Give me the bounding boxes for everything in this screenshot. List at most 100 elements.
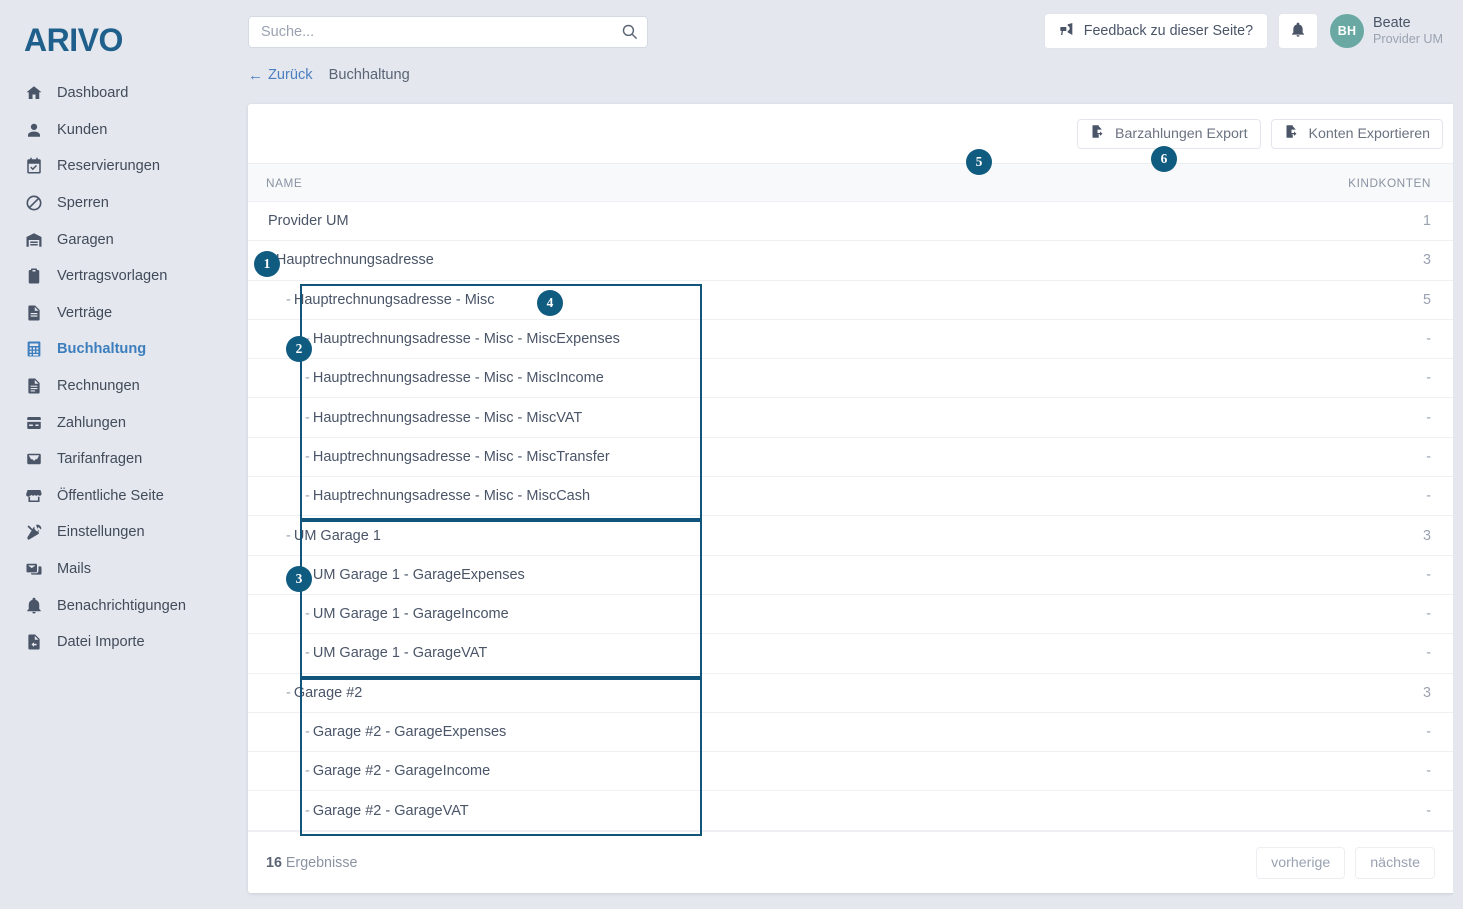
tree-dash: - — [305, 606, 310, 623]
notifications-button[interactable] — [1278, 13, 1319, 49]
column-header-name[interactable]: NAME — [248, 163, 1255, 202]
table-head: NAME KINDKONTEN — [248, 163, 1455, 202]
file-import-icon — [24, 633, 43, 652]
sidebar-item-label: Datei Importe — [57, 634, 145, 651]
table-row[interactable]: -UM Garage 1 - GarageExpenses- — [248, 555, 1455, 595]
sidebar-item-sperren[interactable]: Sperren — [0, 185, 240, 222]
account-name-cell: -UM Garage 1 — [248, 515, 1255, 556]
sidebar-item-buchhaltung[interactable]: Buchhaltung — [0, 331, 240, 368]
topbar-right: Feedback zu dieser Seite? BH Beate Provi… — [1043, 13, 1443, 49]
calculator-icon — [24, 340, 43, 359]
cash-export-label: Barzahlungen Export — [1115, 125, 1248, 142]
table-row[interactable]: -UM Garage 1 - GarageVAT- — [248, 633, 1455, 674]
kindkonten-cell: 3 — [1255, 673, 1455, 713]
sidebar-item-ffentliche-seite[interactable]: Öffentliche Seite — [0, 478, 240, 515]
main-area: Feedback zu dieser Seite? BH Beate Provi… — [240, 0, 1463, 909]
search-icon[interactable] — [621, 23, 638, 40]
table-row[interactable]: -Garage #2 - GarageIncome- — [248, 751, 1455, 792]
sidebar-item-vertragsvorlagen[interactable]: Vertragsvorlagen — [0, 258, 240, 295]
breadcrumb: ← Zurück Buchhaltung — [240, 62, 1463, 88]
breadcrumb-current: Buchhaltung — [328, 67, 410, 83]
sidebar-item-label: Mails — [57, 561, 92, 578]
feedback-button[interactable]: Feedback zu dieser Seite? — [1043, 13, 1269, 49]
table-row[interactable]: -Hauptrechnungsadresse - Misc - MiscInco… — [248, 358, 1455, 399]
tree-dash: - — [305, 370, 310, 387]
kindkonten-cell: - — [1255, 358, 1455, 399]
table-row[interactable]: -Hauptrechnungsadresse - Misc - MiscExpe… — [248, 319, 1455, 360]
table-row[interactable]: -Hauptrechnungsadresse - Misc - MiscCash… — [248, 476, 1455, 517]
account-name-cell: -Hauptrechnungsadresse - Misc — [248, 280, 1255, 320]
sidebar-item-label: Dashboard — [57, 85, 129, 102]
bell-icon — [24, 596, 43, 615]
sidebar-item-rechnungen[interactable]: Rechnungen — [0, 368, 240, 405]
account-name-cell: -Hauptrechnungsadresse - Misc - MiscCash — [248, 476, 1255, 517]
tree-dash: - — [305, 645, 310, 662]
user-menu[interactable]: BH Beate Provider UM — [1330, 14, 1443, 48]
tree-dash: - — [305, 566, 310, 583]
megaphone-icon — [1059, 21, 1075, 41]
accounts-export-button[interactable]: Konten Exportieren — [1270, 118, 1443, 149]
sidebar-item-vertr-ge[interactable]: Verträge — [0, 295, 240, 332]
tree-dash: - — [305, 409, 310, 426]
sidebar-item-benachrichtigungen[interactable]: Benachrichtigungen — [0, 587, 240, 624]
garage-icon — [24, 230, 43, 249]
column-header-kindkonten[interactable]: KINDKONTEN — [1255, 163, 1455, 202]
user-meta: Beate Provider UM — [1373, 15, 1443, 48]
invoice-icon — [24, 377, 43, 396]
sidebar-item-einstellungen[interactable]: Einstellungen — [0, 514, 240, 551]
kindkonten-cell: - — [1255, 633, 1455, 674]
clipboard-icon — [24, 267, 43, 286]
credit-card-icon — [24, 413, 43, 432]
table-row[interactable]: -Hauptrechnungsadresse - Misc - MiscVAT- — [248, 397, 1455, 438]
file-export-icon — [1090, 124, 1105, 143]
sidebar-item-datei-importe[interactable]: Datei Importe — [0, 624, 240, 661]
account-name-cell: -UM Garage 1 - GarageExpenses — [248, 555, 1255, 595]
account-name: UM Garage 1 - GarageIncome — [312, 606, 509, 623]
account-name-cell: -Garage #2 — [248, 673, 1255, 713]
sidebar-item-reservierungen[interactable]: Reservierungen — [0, 148, 240, 185]
kindkonten-cell: 5 — [1255, 280, 1455, 320]
sidebar-item-garagen[interactable]: Garagen — [0, 221, 240, 258]
table-row[interactable]: -UM Garage 1 - GarageIncome- — [248, 594, 1455, 635]
sidebar-item-dashboard[interactable]: Dashboard — [0, 75, 240, 112]
account-name: Hauptrechnungsadresse - Misc - MiscTrans… — [312, 448, 610, 465]
prev-page-button[interactable]: vorherige — [1256, 846, 1346, 879]
account-name: UM Garage 1 - GarageExpenses — [312, 566, 525, 583]
tree-dash: - — [305, 802, 310, 819]
tree-dash: - — [286, 684, 291, 701]
sidebar-item-tarifanfragen[interactable]: Tarifanfragen — [0, 441, 240, 478]
tree-dash: - — [305, 448, 310, 465]
sidebar-item-kunden[interactable]: Kunden — [0, 112, 240, 149]
tree-dash: - — [268, 252, 273, 269]
table-row[interactable]: -Hauptrechnungsadresse - Misc - MiscTran… — [248, 437, 1455, 478]
contract-file-icon — [24, 303, 43, 322]
tree-dash: - — [305, 763, 310, 780]
kindkonten-cell: - — [1255, 397, 1455, 438]
account-name-cell: -UM Garage 1 - GarageIncome — [248, 594, 1255, 635]
next-page-button[interactable]: nächste — [1355, 846, 1435, 879]
table-row[interactable]: -Garage #2 - GarageExpenses- — [248, 712, 1455, 753]
account-name: Hauptrechnungsadresse - Misc - MiscCash — [312, 488, 591, 505]
account-name: Garage #2 - GarageVAT — [312, 802, 469, 819]
cash-export-button[interactable]: Barzahlungen Export — [1077, 118, 1261, 149]
sidebar-item-mails[interactable]: Mails — [0, 551, 240, 588]
app-logo[interactable]: ARIVO — [24, 22, 123, 58]
account-name-cell: -Hauptrechnungsadresse - Misc - MiscTran… — [248, 437, 1255, 478]
search-input[interactable] — [248, 16, 648, 48]
results-label: Ergebnisse — [285, 854, 358, 871]
user-name: Beate — [1373, 14, 1411, 31]
tree-dash: - — [305, 488, 310, 505]
table-row[interactable]: -Garage #2 - GarageVAT- — [248, 790, 1455, 831]
account-name: Provider UM — [268, 213, 349, 230]
topbar: Feedback zu dieser Seite? BH Beate Provi… — [240, 0, 1463, 64]
back-link[interactable]: ← Zurück — [248, 67, 313, 83]
sidebar-item-zahlungen[interactable]: Zahlungen — [0, 404, 240, 441]
search-box[interactable] — [248, 16, 648, 48]
